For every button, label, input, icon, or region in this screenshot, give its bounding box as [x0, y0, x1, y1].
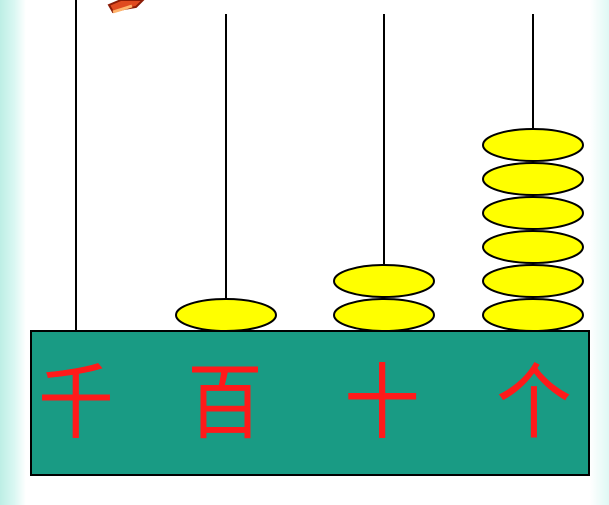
tens-bead-2	[333, 264, 435, 298]
partial-orange-shape	[107, 0, 145, 14]
hundreds-bead-1	[175, 298, 277, 332]
ones-bead-3	[482, 230, 584, 264]
hundreds-label: 百	[187, 356, 263, 451]
partial-orange-shape-highlight	[112, 4, 133, 14]
ones-bead-5	[482, 162, 584, 196]
ones-bead-1	[482, 298, 584, 332]
tens-bead-1	[333, 298, 435, 332]
abacus-beads	[175, 128, 584, 332]
ones-bead-2	[482, 264, 584, 298]
abacus-base	[30, 330, 590, 476]
abacus-rods	[75, 0, 534, 331]
ones-bead-4	[482, 196, 584, 230]
tens-label: 十	[344, 356, 420, 451]
ones-label: 个	[496, 356, 572, 451]
thousands-label: 千	[38, 356, 114, 451]
ones-bead-6	[482, 128, 584, 162]
